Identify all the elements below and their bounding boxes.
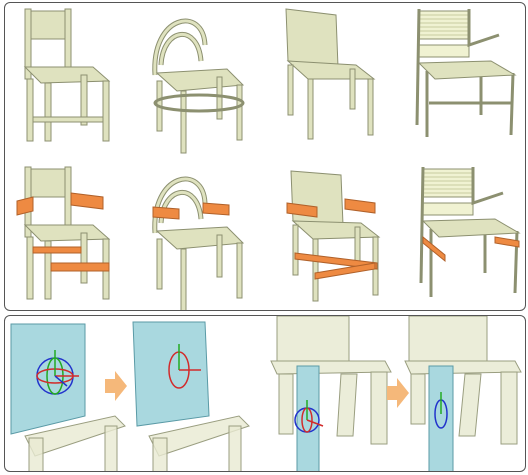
leg-rotate-before[interactable] xyxy=(267,316,397,472)
chair-d-with-added-parts[interactable] xyxy=(409,163,526,308)
backrest-selected-part xyxy=(133,322,209,426)
chair-c-with-added-parts[interactable] xyxy=(285,163,395,308)
leg-selected-part xyxy=(297,366,319,472)
chair-d-original[interactable] xyxy=(405,5,525,145)
chair-gallery-panel xyxy=(4,2,526,311)
chair-a-original[interactable] xyxy=(15,5,125,145)
right-arrow-icon xyxy=(105,371,127,401)
chair-b-with-added-parts[interactable] xyxy=(143,163,253,311)
leg-rotate-after[interactable] xyxy=(403,316,526,472)
leg-selected-part xyxy=(429,366,453,472)
backrest-selected-part xyxy=(11,324,85,434)
backrest-rotate-after[interactable] xyxy=(129,316,259,472)
chair-a-with-added-parts[interactable] xyxy=(11,163,121,308)
chair-b-original[interactable] xyxy=(143,5,253,155)
part-manipulation-panel xyxy=(4,315,526,472)
chair-c-original[interactable] xyxy=(280,5,390,145)
